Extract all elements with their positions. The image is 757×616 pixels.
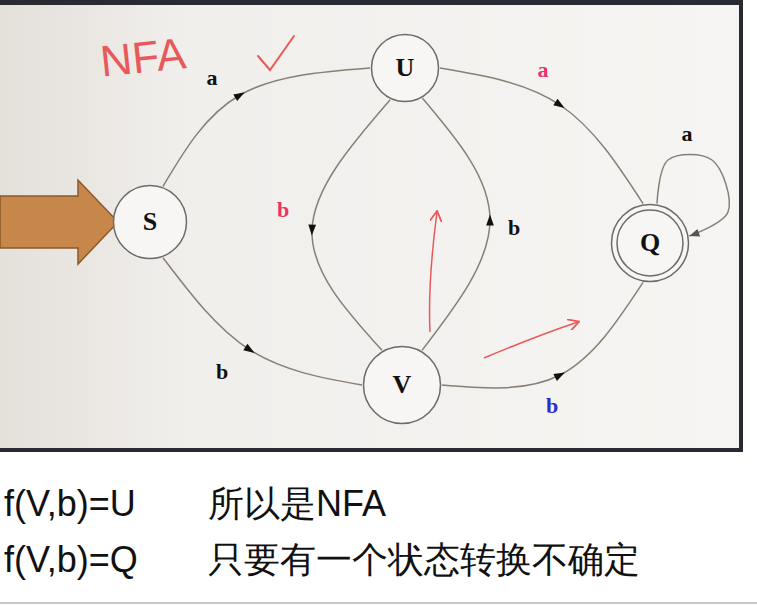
transition-arrow <box>312 100 390 351</box>
divider <box>0 602 757 604</box>
state-circle: Q <box>610 203 690 283</box>
state-name: U <box>370 33 440 103</box>
transition-arrow <box>422 98 490 350</box>
formula: f(V,b)=Q <box>4 540 138 580</box>
formula: f(V,b)=U <box>4 484 136 524</box>
start-arrow <box>0 180 118 264</box>
note-text: 所以是NFA <box>208 484 386 524</box>
transition-arrow <box>440 68 643 204</box>
transition-symbol: b <box>277 197 289 223</box>
screenshot-area <box>0 0 743 452</box>
handwritten-note: NFA <box>98 29 188 86</box>
frame-bar <box>0 0 743 5</box>
state-circle: U <box>370 33 440 103</box>
state-name: S <box>112 184 188 260</box>
transition-symbol: b <box>508 215 520 241</box>
transition-arrow <box>442 282 643 388</box>
transition-arrow <box>163 258 362 385</box>
state-circle: S <box>112 184 188 260</box>
frame-bar <box>739 0 743 452</box>
transition-symbol: b <box>546 393 558 419</box>
check-mark <box>258 36 294 70</box>
transition-symbol: a <box>538 57 549 83</box>
hand-arrow <box>429 212 437 332</box>
transition-symbol: a <box>207 65 218 91</box>
state-circle: V <box>362 345 442 425</box>
transition-arrow <box>163 68 370 186</box>
hand-arrow <box>484 322 578 358</box>
state-name: V <box>362 345 442 425</box>
note-text: 只要有一个状态转换不确定 <box>208 540 640 580</box>
frame-bar <box>0 448 743 452</box>
transition-symbol: b <box>216 359 228 385</box>
transition-symbol: a <box>682 121 693 147</box>
state-name: Q <box>610 203 690 283</box>
